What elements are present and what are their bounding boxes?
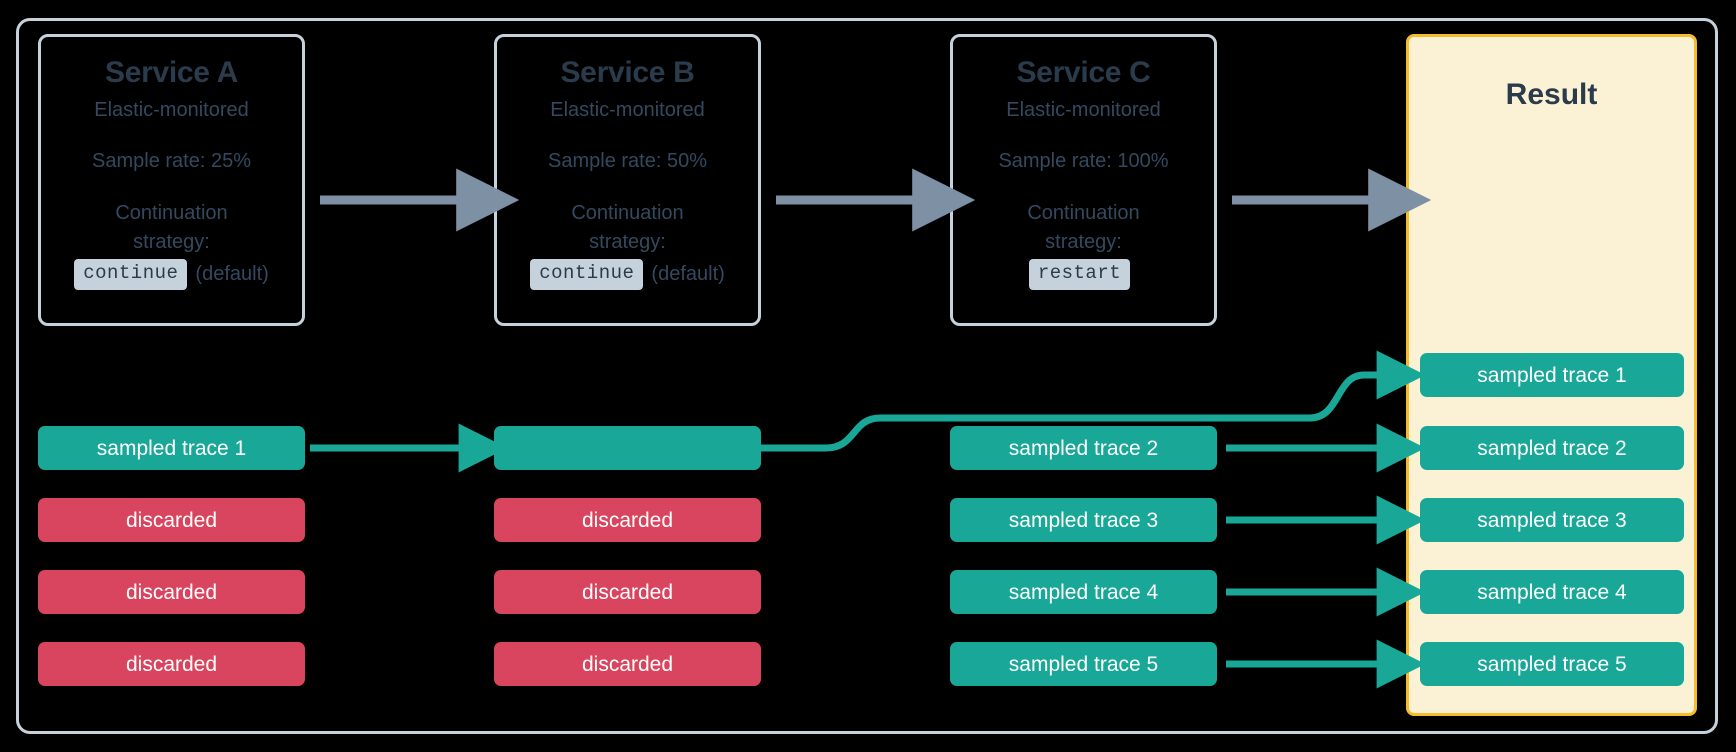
pill-label: sampled trace 1 bbox=[1477, 363, 1627, 387]
pill-service-b-trace-4[interactable]: discarded bbox=[494, 642, 761, 686]
service-a-strategy-note: (default) bbox=[195, 262, 269, 285]
pill-service-a-trace-2[interactable]: discarded bbox=[38, 498, 305, 542]
pill-label: discarded bbox=[581, 580, 674, 604]
pill-service-a-trace-1[interactable]: sampled trace 1 bbox=[38, 426, 305, 470]
spacer bbox=[953, 124, 1214, 148]
service-b-strategy-value: continue bbox=[530, 259, 644, 290]
service-a-title: Service A bbox=[105, 56, 238, 89]
pill-label: sampled trace 5 bbox=[1477, 652, 1627, 676]
pill-result-trace-3[interactable]: sampled trace 3 bbox=[1420, 498, 1684, 542]
service-b-title: Service B bbox=[560, 56, 695, 89]
pill-service-b-trace-3[interactable]: discarded bbox=[494, 570, 761, 614]
outer-frame bbox=[16, 18, 1718, 734]
service-card-c: Service C Elastic-monitored Sample rate:… bbox=[950, 34, 1217, 326]
pill-label: sampled trace 5 bbox=[1008, 652, 1159, 676]
pill-label: sampled trace 2 bbox=[1008, 436, 1159, 460]
service-a-monitored: Elastic-monitored bbox=[94, 99, 249, 121]
service-c-strategy-line2: strategy: bbox=[1045, 231, 1122, 253]
pill-result-trace-5[interactable]: sampled trace 5 bbox=[1420, 642, 1684, 686]
service-a-strategy-value: continue bbox=[74, 259, 188, 290]
service-b-strategy-note: (default) bbox=[651, 262, 725, 285]
service-c-strategy-value: restart bbox=[1028, 259, 1131, 290]
service-a-strategy-line1: Continuation bbox=[115, 202, 228, 224]
pill-label: discarded bbox=[125, 580, 218, 604]
pill-service-c-trace-5[interactable]: sampled trace 5 bbox=[950, 642, 1217, 686]
service-b-strategy-line2: strategy: bbox=[589, 231, 666, 253]
service-c-strategy-row: restart bbox=[953, 259, 1214, 290]
service-c-monitored: Elastic-monitored bbox=[1006, 99, 1161, 121]
pill-label: sampled trace 4 bbox=[1477, 580, 1627, 604]
spacer bbox=[41, 124, 302, 148]
spacer bbox=[41, 175, 302, 199]
service-a-strategy-row: continue (default) bbox=[41, 259, 302, 290]
pill-service-b-trace-1[interactable] bbox=[494, 426, 761, 470]
pill-result-trace-1[interactable]: sampled trace 1 bbox=[1420, 353, 1684, 397]
pill-label: discarded bbox=[581, 508, 674, 532]
service-c-strategy-line1: Continuation bbox=[1027, 202, 1140, 224]
pill-label: discarded bbox=[581, 652, 674, 676]
pill-service-a-trace-3[interactable]: discarded bbox=[38, 570, 305, 614]
service-card-b: Service B Elastic-monitored Sample rate:… bbox=[494, 34, 761, 326]
pill-label: sampled trace 3 bbox=[1008, 508, 1159, 532]
pill-label: sampled trace 2 bbox=[1477, 436, 1627, 460]
service-b-monitored: Elastic-monitored bbox=[550, 99, 705, 121]
spacer bbox=[953, 175, 1214, 199]
pill-label: sampled trace 4 bbox=[1008, 580, 1159, 604]
result-title: Result bbox=[1505, 78, 1598, 111]
service-c-title: Service C bbox=[1016, 56, 1151, 89]
pill-label: sampled trace 1 bbox=[96, 436, 247, 460]
service-b-sample-rate: Sample rate: 50% bbox=[548, 150, 707, 172]
spacer bbox=[497, 175, 758, 199]
pill-service-a-trace-4[interactable]: discarded bbox=[38, 642, 305, 686]
pill-result-trace-4[interactable]: sampled trace 4 bbox=[1420, 570, 1684, 614]
service-b-strategy-line1: Continuation bbox=[571, 202, 684, 224]
pill-label: discarded bbox=[125, 508, 218, 532]
service-c-sample-rate: Sample rate: 100% bbox=[998, 150, 1169, 172]
pill-service-b-trace-2[interactable]: discarded bbox=[494, 498, 761, 542]
service-card-a: Service A Elastic-monitored Sample rate:… bbox=[38, 34, 305, 326]
pill-label: sampled trace 3 bbox=[1477, 508, 1627, 532]
pill-service-c-trace-2[interactable]: sampled trace 2 bbox=[950, 426, 1217, 470]
pill-result-trace-2[interactable]: sampled trace 2 bbox=[1420, 426, 1684, 470]
spacer bbox=[497, 124, 758, 148]
service-b-strategy-row: continue (default) bbox=[497, 259, 758, 290]
pill-service-c-trace-3[interactable]: sampled trace 3 bbox=[950, 498, 1217, 542]
service-a-strategy-line2: strategy: bbox=[133, 231, 210, 253]
pill-label: discarded bbox=[125, 652, 218, 676]
pill-service-c-trace-4[interactable]: sampled trace 4 bbox=[950, 570, 1217, 614]
service-a-sample-rate: Sample rate: 25% bbox=[92, 150, 251, 172]
